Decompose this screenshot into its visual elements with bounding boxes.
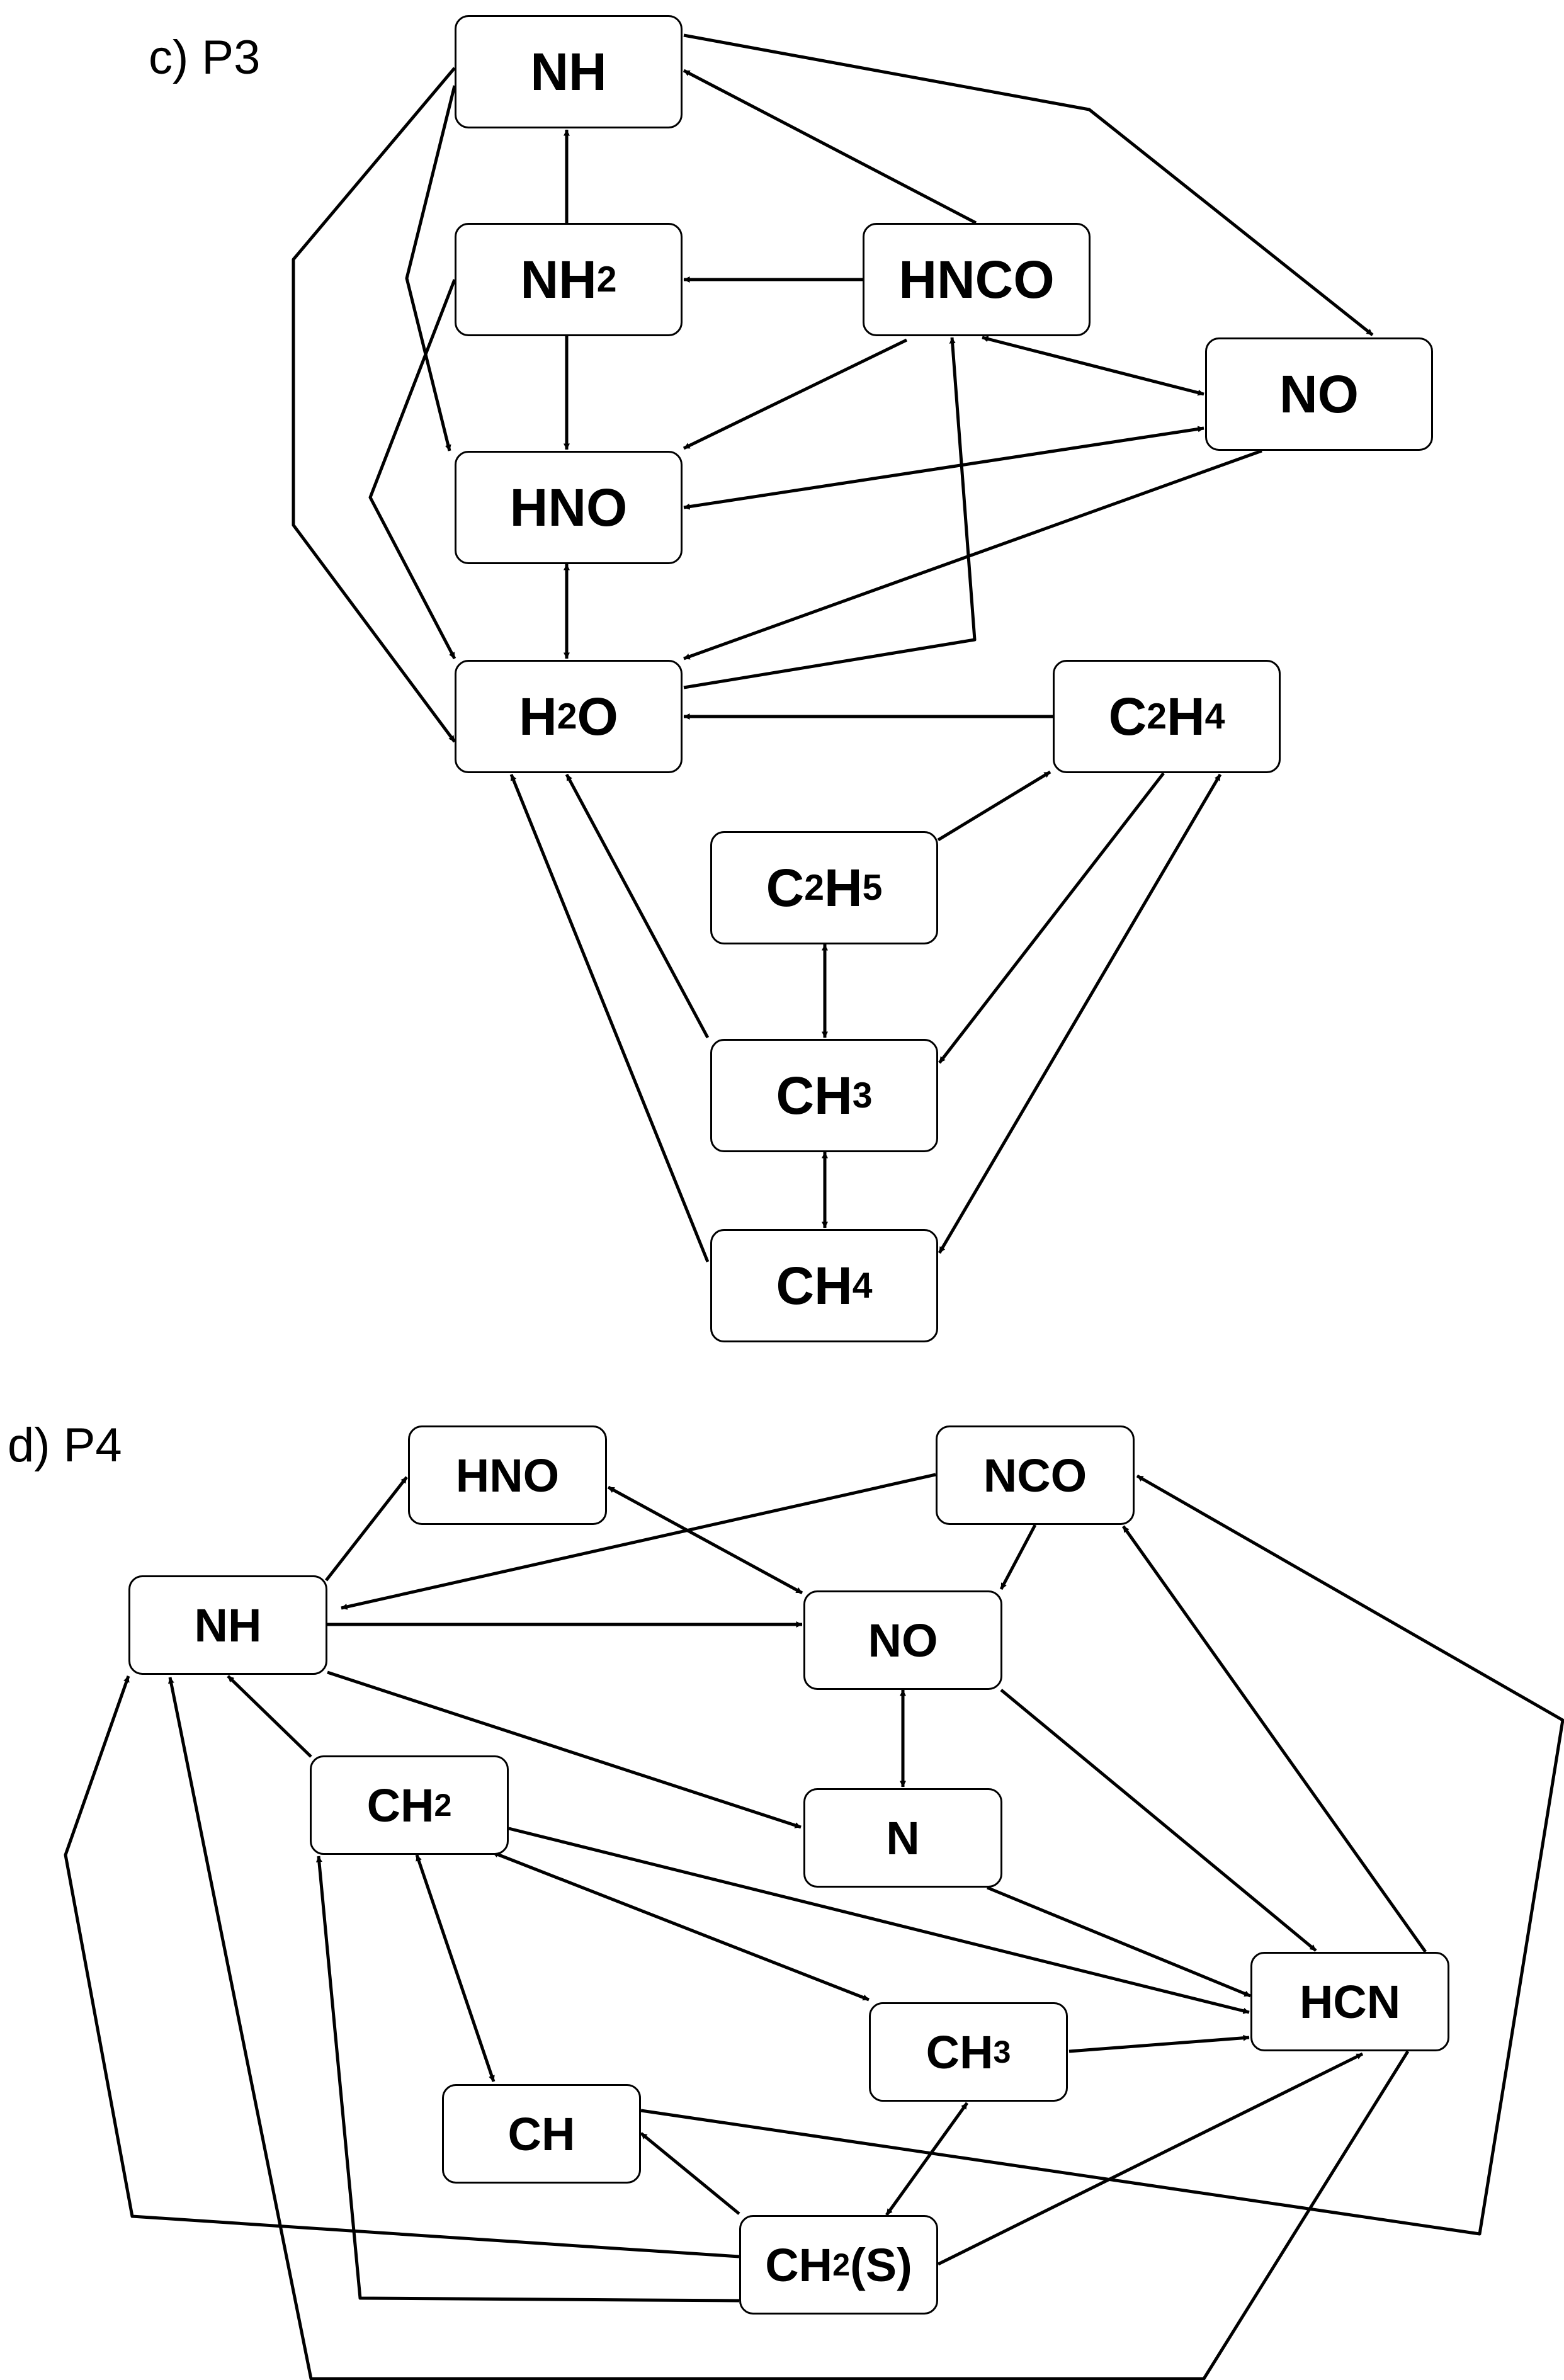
p3-edge-nh-h2o xyxy=(292,67,456,743)
p4-edge-ch-nco xyxy=(640,1474,1564,2236)
panel-label-p3: c) P3 xyxy=(149,31,261,84)
p4-edge-ch2s-ch xyxy=(640,2132,740,2215)
p4-node-hno: HNO xyxy=(408,1425,607,1525)
p4-edge-nh-hno xyxy=(325,1476,408,1582)
p4-edge-n-hcn xyxy=(987,1886,1251,1998)
p4-edge-ch2-nh xyxy=(227,1675,312,1758)
p4-edge-ch2-ch3 xyxy=(492,1850,870,2002)
p4-edge-ch2s-hcn xyxy=(937,2052,1364,2266)
p3-edge-nh2-h2o xyxy=(368,279,456,660)
p3-edge-c2h5-c2h4 xyxy=(937,770,1051,842)
p3-edge-hnco-no xyxy=(982,336,1204,396)
p4-edge-ch3-hcn xyxy=(1068,2034,1250,2053)
p4-edge-no-hcn xyxy=(1000,1689,1317,1952)
p3-edge-hno-no xyxy=(683,426,1204,510)
p4-edge-hcn-nh xyxy=(167,1677,1410,2380)
p3-edge-ch4-h2o xyxy=(509,774,710,1262)
p3-edge-h2o-hnco xyxy=(683,337,977,689)
p3-edge-no-h2o xyxy=(683,449,1262,660)
p4-edge-ch2-ch xyxy=(415,1854,496,2082)
p4-node-no: NO xyxy=(803,1590,1002,1690)
p4-edge-nco-no xyxy=(999,1524,1037,1590)
p4-node-ch: CH xyxy=(442,2084,641,2184)
p4-edge-ch2s-nh xyxy=(64,1675,740,2258)
p4-node-hcn: HCN xyxy=(1250,1952,1449,2051)
p3-edge-ch3-h2o xyxy=(565,773,710,1039)
p3-edge-nh-no xyxy=(683,33,1374,336)
p3-edge-nh-hno xyxy=(405,85,456,451)
p4-edge-ch2s-ch3 xyxy=(885,2102,969,2216)
p4-node-nh: NH xyxy=(128,1575,327,1675)
p4-node-nco: NCO xyxy=(936,1425,1135,1525)
p4-edge-hno-no xyxy=(607,1485,803,1595)
p4-edge-hcn-nco xyxy=(1121,1525,1427,1953)
p3-node-hno: HNO xyxy=(455,451,683,564)
panel-label-p4: d) P4 xyxy=(8,1419,122,1472)
p3-edge-c2h4-ch3 xyxy=(938,772,1165,1064)
p3-node-nh: NH xyxy=(455,15,683,128)
p3-edge-ch4-c2h4 xyxy=(938,773,1222,1254)
p4-edge-ch2s-ch2 xyxy=(315,1856,740,2303)
p3-node-no: NO xyxy=(1205,337,1433,451)
p4-node-n: N xyxy=(803,1788,1002,1888)
p3-edge-hnco-nh xyxy=(683,69,977,225)
p3-node-hnco: HNCO xyxy=(863,223,1091,336)
p4-edge-nco-nh xyxy=(341,1473,936,1610)
p4-edge-nh-n xyxy=(327,1670,802,1829)
p3-edge-hnco-hno xyxy=(683,338,908,450)
